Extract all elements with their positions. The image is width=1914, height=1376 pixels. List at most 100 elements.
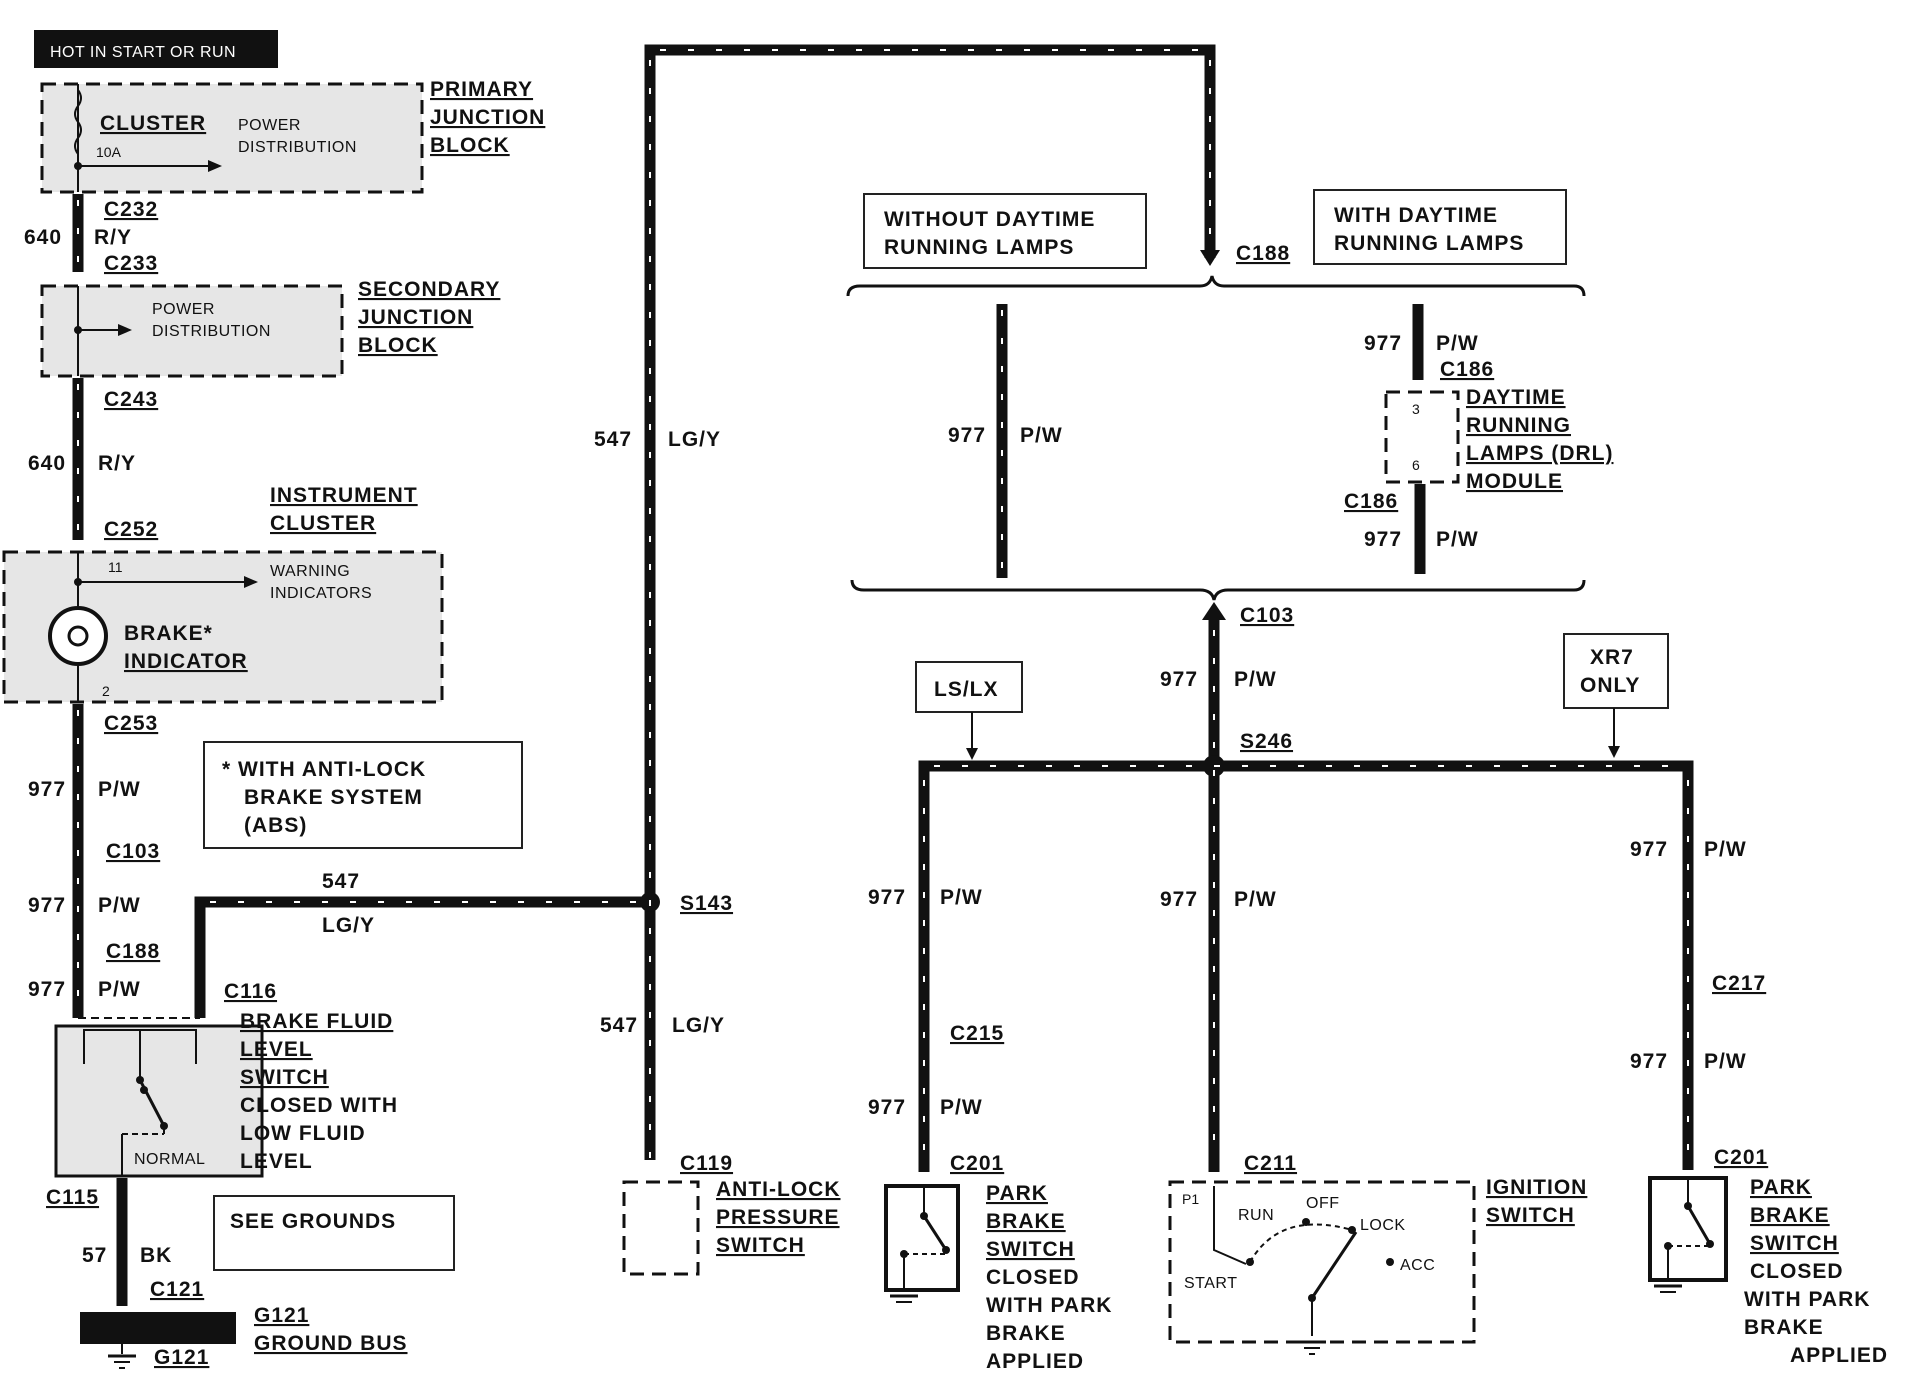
pbl-4: CLOSED: [986, 1266, 1080, 1289]
with-drl-1: WITH DAYTIME: [1334, 204, 1498, 227]
wire-547c-num: 547: [600, 1014, 638, 1037]
ign-start: START: [1184, 1275, 1237, 1292]
wire-547a-color: LG/Y: [322, 914, 375, 937]
hot-label: HOT IN START OR RUN: [50, 44, 236, 61]
xr7-label-1: XR7: [1590, 646, 1634, 669]
wire-547c-color: LG/Y: [672, 1014, 725, 1037]
connector-c188-left: C188: [106, 940, 160, 963]
cluster-label: CLUSTER: [100, 112, 206, 135]
sjb-power: POWER: [152, 301, 215, 318]
ign-off: OFF: [1306, 1195, 1340, 1212]
drl-name-1: DAYTIME: [1466, 386, 1566, 409]
connector-c103-center: C103: [1240, 604, 1294, 627]
xr7-box: [1563, 633, 1669, 709]
brake-indicator-label-2: INDICATOR: [124, 650, 248, 673]
pbr-3: SWITCH: [1750, 1232, 1839, 1255]
connector-c103-left: C103: [106, 840, 160, 863]
wire-977g-color: P/W: [1234, 668, 1277, 691]
als-name-1: ANTI-LOCK: [716, 1178, 840, 1201]
bfl-name-2: LEVEL: [240, 1038, 313, 1061]
wire-977b-num: 977: [28, 894, 66, 917]
connector-c233: C233: [104, 252, 158, 275]
wire-547b-num: 547: [594, 428, 632, 451]
drl-module-box: [1384, 390, 1460, 484]
wire-977b-color: P/W: [98, 894, 141, 917]
wire-57-color: BK: [140, 1244, 172, 1267]
pjb-distribution: DISTRIBUTION: [238, 139, 357, 156]
bottom-brace: [850, 579, 1586, 601]
sjb-name-2: JUNCTION: [358, 306, 473, 329]
pjb-name-1: PRIMARY: [430, 78, 533, 101]
drl-name-2: RUNNING: [1466, 414, 1571, 437]
brake-fluid-switch-box: [54, 1024, 264, 1178]
connector-c115: C115: [46, 1186, 99, 1209]
ign-name-2: SWITCH: [1486, 1204, 1575, 1227]
connector-c201-right: C201: [1714, 1146, 1768, 1169]
bfl-desc-3: LEVEL: [240, 1150, 313, 1173]
wire-640a-num: 640: [24, 226, 62, 249]
wire-977h-num: 977: [1160, 888, 1198, 911]
sjb-name-3: BLOCK: [358, 334, 438, 357]
wire-977a-num: 977: [28, 778, 66, 801]
wire-977l-num: 977: [1630, 1050, 1668, 1073]
warning-label-1: WARNING: [270, 563, 350, 580]
wire-547a-num: 547: [322, 870, 360, 893]
with-drl-2: RUNNING LAMPS: [1334, 232, 1524, 255]
bfl-name-3: SWITCH: [240, 1066, 329, 1089]
pbr-2: BRAKE: [1750, 1204, 1830, 1227]
pbr-6: BRAKE: [1744, 1316, 1824, 1339]
connector-c232: C232: [104, 198, 158, 221]
als-name-2: PRESSURE: [716, 1206, 840, 1229]
without-drl-2: RUNNING LAMPS: [884, 236, 1074, 259]
wire-977f-num: 977: [1364, 528, 1402, 551]
wire-977a-color: P/W: [98, 778, 141, 801]
brake-indicator-bulb-icon: [48, 606, 108, 666]
ic-pin-top: 11: [108, 559, 123, 575]
ls-lx-label: LS/LX: [934, 678, 999, 701]
drl-pin-top: 3: [1412, 401, 1420, 417]
normal-label: NORMAL: [134, 1151, 205, 1168]
splice-s246-label: S246: [1240, 730, 1293, 753]
connector-c119: C119: [680, 1152, 733, 1175]
fuse-rating: 10A: [96, 144, 122, 160]
hot-label-box: [34, 30, 278, 68]
pbl-7: APPLIED: [986, 1350, 1084, 1373]
connector-c253: C253: [104, 712, 158, 735]
wire-977h-color: P/W: [1234, 888, 1277, 911]
pbr-5: WITH PARK: [1744, 1288, 1870, 1311]
warning-label-2: INDICATORS: [270, 585, 372, 602]
wire-640b-num: 640: [28, 452, 66, 475]
pbl-3: SWITCH: [986, 1238, 1075, 1261]
wire-977d-color: P/W: [1020, 424, 1063, 447]
ign-lock: LOCK: [1360, 1217, 1406, 1234]
wire-977e-num: 977: [1364, 332, 1402, 355]
drl-name-3: LAMPS (DRL): [1466, 442, 1613, 465]
drl-pin-bottom: 6: [1412, 457, 1420, 473]
ic-name-2: CLUSTER: [270, 512, 376, 535]
ground-bus-label: GROUND BUS: [254, 1332, 408, 1355]
ground-g121: G121: [254, 1304, 309, 1327]
pbl-1: PARK: [986, 1182, 1048, 1205]
wire-977k-num: 977: [1630, 838, 1668, 861]
wire-640a-color: R/Y: [94, 226, 132, 249]
pbl-6: BRAKE: [986, 1322, 1066, 1345]
connector-c201-left: C201: [950, 1152, 1004, 1175]
without-drl-1: WITHOUT DAYTIME: [884, 208, 1095, 231]
connector-c211: C211: [1244, 1152, 1297, 1175]
ign-p1: P1: [1182, 1191, 1199, 1207]
pbr-1: PARK: [1750, 1176, 1812, 1199]
bfl-desc-1: CLOSED WITH: [240, 1094, 398, 1117]
wire-977g-num: 977: [1160, 668, 1198, 691]
ign-run: RUN: [1238, 1207, 1274, 1224]
wire-547-main: [644, 44, 1216, 1160]
wire-547-horizontal: [194, 896, 650, 1018]
wire-977l-color: P/W: [1704, 1050, 1747, 1073]
wire-977c-num: 977: [28, 978, 66, 1001]
wire-57-num: 57: [82, 1244, 107, 1267]
wire-977d-num: 977: [948, 424, 986, 447]
connector-c188-top: C188: [1236, 242, 1290, 265]
wire-977k-color: P/W: [1704, 838, 1747, 861]
wire-977e-color: P/W: [1436, 332, 1479, 355]
drl-name-4: MODULE: [1466, 470, 1563, 493]
wire-977j-color: P/W: [940, 1096, 983, 1119]
